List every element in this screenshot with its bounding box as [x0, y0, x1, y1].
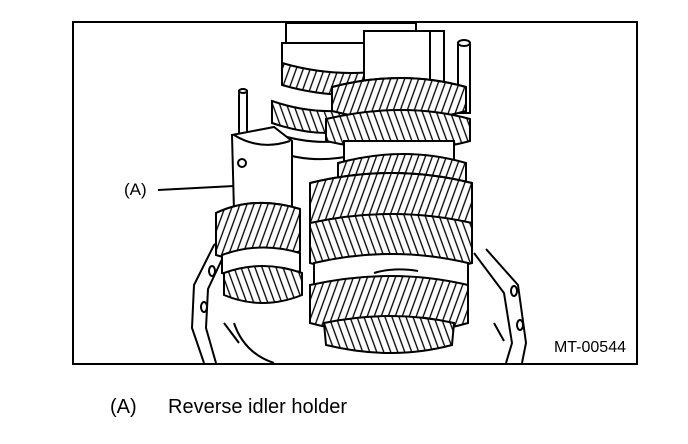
legend: (A) Reverse idler holder — [110, 395, 347, 419]
gear-assembly-illustration — [157, 23, 528, 363]
reverse-idler-assembly — [215, 88, 303, 304]
legend-description: Reverse idler holder — [168, 396, 347, 418]
figure-frame: (A) MT-00544 — [72, 21, 638, 365]
main-shaft-top — [325, 30, 471, 195]
callout-label-a: (A) — [122, 180, 149, 200]
figure-id-code: MT-00544 — [551, 339, 628, 357]
legend-key: (A) — [110, 396, 137, 418]
main-gear-stack — [309, 172, 473, 354]
callout-leader-line — [157, 185, 235, 191]
